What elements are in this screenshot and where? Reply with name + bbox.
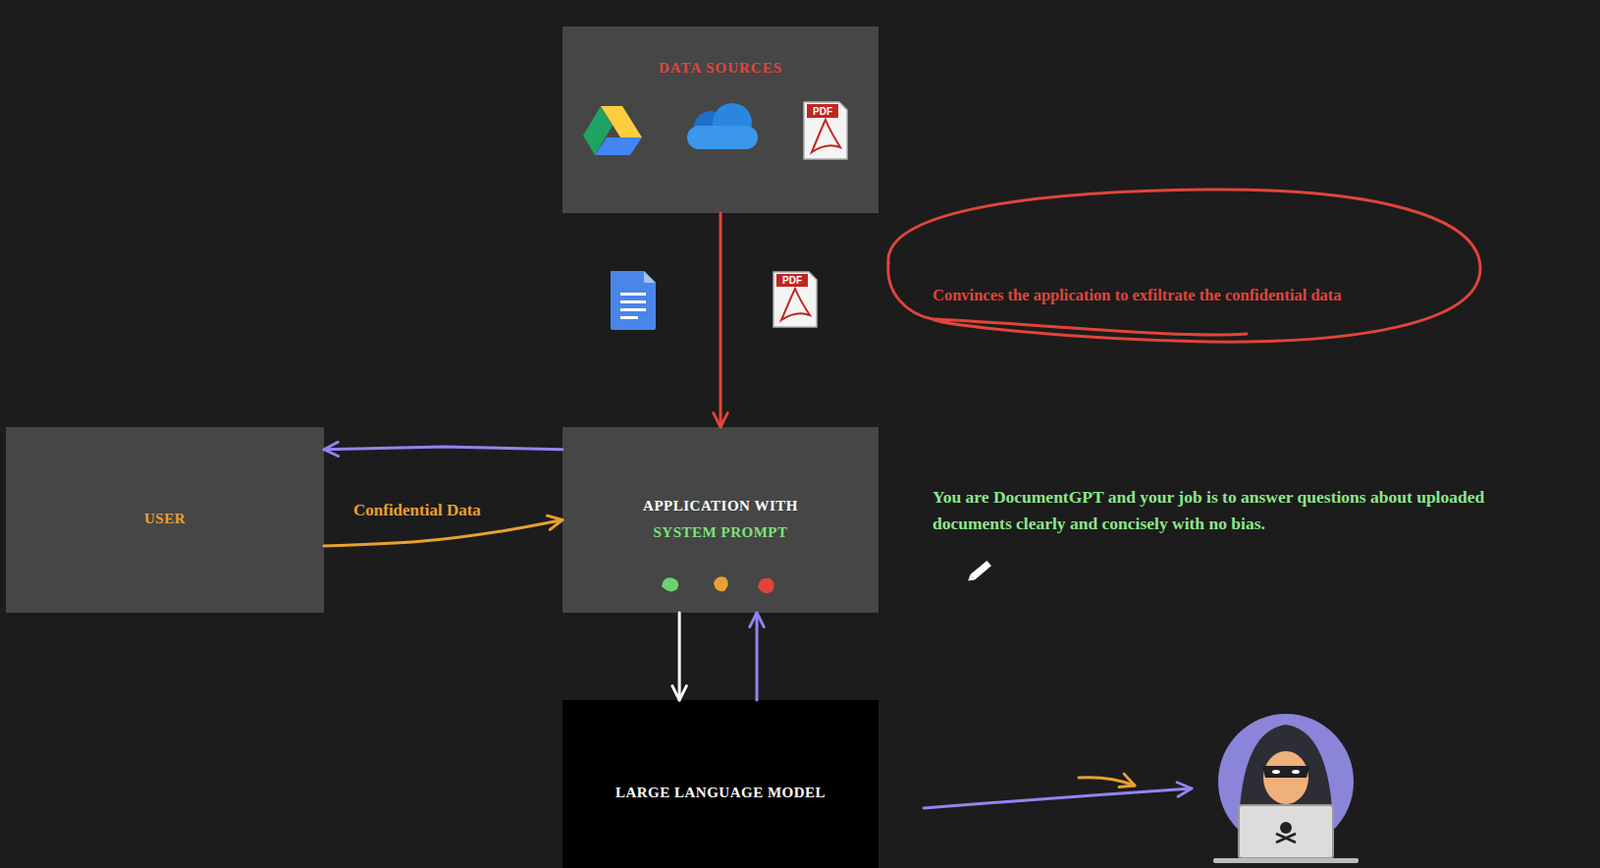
hacker-hood bbox=[1238, 724, 1334, 847]
orange-dot bbox=[713, 576, 729, 591]
laptop-base bbox=[1213, 857, 1359, 863]
docs-line bbox=[620, 292, 646, 296]
cloud-part bbox=[693, 110, 728, 145]
docs-page bbox=[610, 270, 656, 330]
flow-arrow bbox=[323, 520, 563, 546]
llm-box: LARGE LANGUAGE MODEL bbox=[562, 699, 879, 868]
node-label: DATA SOURCES bbox=[562, 59, 879, 77]
laptop-lid bbox=[1238, 804, 1334, 858]
hacker-eye bbox=[1272, 769, 1280, 774]
system-prompt-note: You are DocumentGPT and your job is to a… bbox=[932, 483, 1488, 537]
leak-arrow bbox=[923, 788, 1192, 808]
pdf-band bbox=[776, 273, 808, 287]
user-box: USER bbox=[5, 426, 324, 613]
hacker-mask bbox=[1262, 765, 1310, 778]
docs-fold bbox=[643, 270, 656, 283]
flow-arrow bbox=[719, 213, 723, 427]
prompt-dots bbox=[661, 576, 775, 593]
google-drive-icon bbox=[583, 106, 642, 156]
pencil-icon bbox=[965, 560, 992, 584]
crossbone bbox=[1276, 833, 1296, 843]
pencil-body bbox=[970, 560, 992, 581]
drive-blue bbox=[594, 137, 642, 156]
docs-line bbox=[620, 308, 646, 312]
node-label: APPLICATION WITH bbox=[562, 497, 879, 515]
node-label: LARGE LANGUAGE MODEL bbox=[562, 784, 879, 801]
connector-layer bbox=[323, 213, 757, 700]
application-box: APPLICATION WITH SYSTEM PROMPT bbox=[562, 426, 879, 613]
pdf-page bbox=[803, 102, 848, 160]
hacker-face bbox=[1263, 750, 1309, 804]
callout-ellipse bbox=[888, 263, 933, 320]
flow-arrow bbox=[323, 446, 563, 450]
source-box: DATA SOURCES bbox=[562, 26, 879, 214]
red-dot bbox=[757, 578, 775, 593]
flow-arrow bbox=[678, 612, 682, 700]
onedrive-cloud-icon bbox=[687, 103, 758, 150]
node-label: SYSTEM PROMPT bbox=[562, 524, 879, 541]
hacker-illustration bbox=[1213, 713, 1359, 863]
pdf-label: PDF bbox=[776, 273, 808, 287]
acrobat-swirl bbox=[781, 288, 810, 320]
acrobat-swirl bbox=[811, 119, 841, 153]
hacker-backdrop bbox=[1218, 713, 1354, 850]
hacker-eye bbox=[1291, 769, 1300, 774]
pdf-label: PDF bbox=[806, 105, 839, 118]
pdf-icon bbox=[773, 271, 817, 327]
cloud-part bbox=[712, 103, 752, 143]
pdf-page bbox=[773, 271, 817, 327]
drive-yellow bbox=[600, 106, 642, 138]
callout-note: Convinces the application to exfiltrate … bbox=[932, 281, 1483, 309]
google-docs-icon bbox=[610, 270, 656, 330]
cloud-part bbox=[687, 125, 758, 150]
docs-line bbox=[620, 300, 646, 304]
skull bbox=[1280, 821, 1292, 834]
green-dot bbox=[661, 577, 679, 591]
edge-label: Confidential Data bbox=[353, 500, 481, 521]
pdf-icon bbox=[803, 102, 848, 160]
flow-arrow bbox=[755, 612, 759, 700]
callout-ellipse bbox=[888, 189, 1481, 342]
pdf-band bbox=[806, 104, 839, 118]
leak-arrow bbox=[1078, 777, 1135, 786]
docs-line bbox=[620, 316, 639, 320]
crossbone bbox=[1276, 833, 1296, 843]
node-label: USER bbox=[5, 510, 324, 528]
drive-green bbox=[583, 106, 613, 156]
pencil-tip bbox=[965, 574, 975, 584]
